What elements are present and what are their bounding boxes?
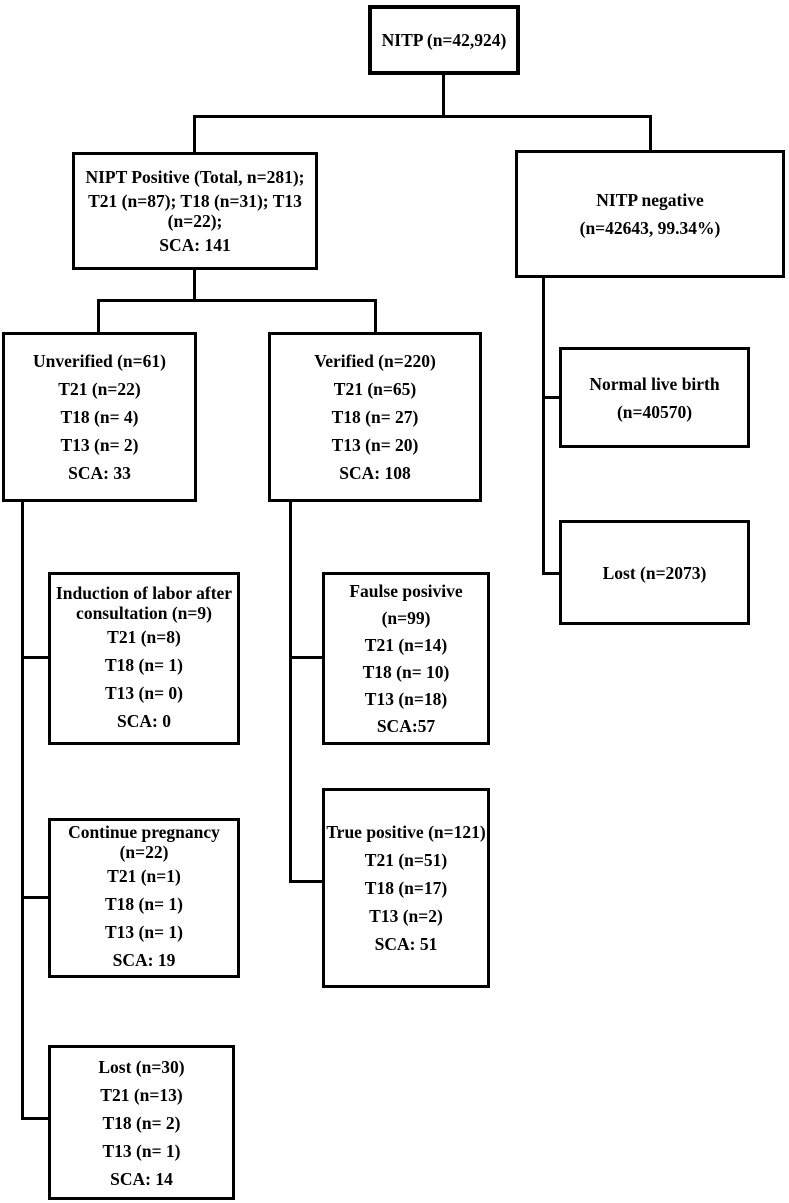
node-text-line: SCA: 108 — [339, 463, 411, 483]
node-text-line: T21 (n=87); T18 (n=31); T13 — [88, 191, 302, 211]
node-text-line: Faulse posivive — [349, 580, 463, 601]
connector-tier1-horizontal — [193, 115, 652, 118]
connector-to-lost-unverified — [21, 1117, 48, 1120]
connector-to-nipt-positive — [193, 115, 196, 152]
node-text-line: SCA: 19 — [112, 950, 176, 970]
flow-node-true-positive: True positive (n=121) T21 (n=51) T18 (n=… — [322, 788, 490, 988]
flow-node-induction: Induction of labor after consultation (n… — [48, 572, 240, 745]
node-text-line: Lost (n=30) — [98, 1056, 185, 1077]
node-text-line: Normal live birth — [589, 373, 720, 394]
connector-verified-trunk — [289, 502, 292, 883]
node-text-line: T13 (n=18) — [364, 688, 448, 709]
node-text-line: T21 (n=13) — [100, 1084, 183, 1105]
node-text-line: (n=99) — [381, 607, 431, 628]
connector-to-unverified — [97, 299, 100, 332]
connector-to-continue-pregnancy — [21, 896, 48, 899]
node-text-line: SCA: 0 — [117, 710, 171, 731]
connector-total-stem — [442, 75, 445, 118]
node-text-line: T13 (n=2) — [369, 906, 443, 926]
connector-to-induction — [21, 656, 48, 659]
node-text-line: T21 (n=51) — [364, 850, 448, 870]
flow-node-lost-unverified: Lost (n=30) T21 (n=13) T18 (n= 2) T13 (n… — [48, 1045, 235, 1200]
connector-to-false-positive — [289, 656, 322, 659]
node-text-line: NITP negative — [596, 190, 704, 210]
connector-to-normal-live-birth — [542, 396, 559, 399]
connector-to-true-positive — [289, 880, 322, 883]
node-text-line: Continue pregnancy — [68, 822, 220, 842]
node-text-line: consultation (n=9) — [76, 602, 212, 623]
node-text-line: SCA:57 — [376, 715, 436, 736]
connector-positive-stem — [193, 270, 196, 302]
node-text-line: (n=22) — [119, 842, 169, 862]
flow-node-normal-live-birth: Normal live birth (n=40570) — [559, 347, 750, 448]
node-text-line: T18 (n= 10) — [362, 661, 450, 682]
node-text-line: T13 (n= 0) — [104, 682, 184, 703]
connector-to-verified — [374, 299, 377, 332]
node-text-line: NIPT Positive (Total, n=281); — [85, 167, 305, 187]
node-text-line: Induction of labor after — [55, 582, 233, 603]
node-text-line: True positive (n=121) — [326, 822, 486, 842]
flow-node-nipt-positive: NIPT Positive (Total, n=281); T21 (n=87)… — [72, 152, 318, 270]
node-text-line: SCA: 14 — [110, 1168, 173, 1189]
connector-negative-trunk — [542, 278, 545, 575]
node-text-line: (n=40570) — [616, 401, 693, 422]
node-text-line: T18 (n= 27) — [331, 407, 419, 427]
flow-node-nitp-negative: NITP negative (n=42643, 99.34%) — [515, 150, 785, 278]
flow-node-nitp-total: NITP (n=42,924) — [368, 5, 520, 75]
flow-node-verified: Verified (n=220) T21 (n=65) T18 (n= 27) … — [268, 332, 482, 502]
node-text-line: SCA: 33 — [68, 463, 131, 483]
node-text-line: T18 (n=17) — [364, 878, 448, 898]
flow-node-false-positive: Faulse posivive (n=99) T21 (n=14) T18 (n… — [322, 572, 490, 745]
node-text-line: Unverified (n=61) — [33, 351, 166, 371]
node-text-line: T21 (n=8) — [107, 626, 181, 647]
connector-tier2-horizontal — [97, 299, 377, 302]
flow-node-unverified: Unverified (n=61) T21 (n=22) T18 (n= 4) … — [2, 332, 197, 502]
node-text-line: T13 (n= 20) — [331, 435, 419, 455]
node-text-line: SCA: 141 — [159, 235, 231, 255]
node-text-line: T13 (n= 2) — [60, 435, 139, 455]
node-text-line: T18 (n= 2) — [102, 1112, 181, 1133]
node-text-line: T21 (n=65) — [333, 379, 417, 399]
node-text-line: Verified (n=220) — [314, 351, 436, 371]
node-text-line: T21 (n=22) — [58, 379, 141, 399]
node-text-line: (n=22); — [167, 211, 223, 231]
connector-to-lost-negative — [542, 572, 559, 575]
node-text-line: Lost (n=2073) — [602, 562, 707, 583]
node-text-line: (n=42643, 99.34%) — [579, 218, 721, 238]
node-text-line: T18 (n= 1) — [104, 894, 184, 914]
node-text-line: NITP (n=42,924) — [381, 30, 507, 50]
node-text-line: T21 (n=1) — [107, 866, 181, 886]
connector-unverified-trunk — [21, 502, 24, 1120]
flow-node-continue-pregnancy: Continue pregnancy (n=22) T21 (n=1) T18 … — [48, 818, 240, 978]
connector-to-nitp-negative — [649, 115, 652, 150]
node-text-line: T13 (n= 1) — [102, 1140, 181, 1161]
node-text-line: T18 (n= 1) — [104, 654, 184, 675]
node-text-line: T13 (n= 1) — [104, 922, 184, 942]
node-text-line: SCA: 51 — [374, 934, 438, 954]
node-text-line: T18 (n= 4) — [60, 407, 139, 427]
node-text-line: T21 (n=14) — [364, 634, 448, 655]
flow-node-lost-negative: Lost (n=2073) — [559, 520, 750, 625]
